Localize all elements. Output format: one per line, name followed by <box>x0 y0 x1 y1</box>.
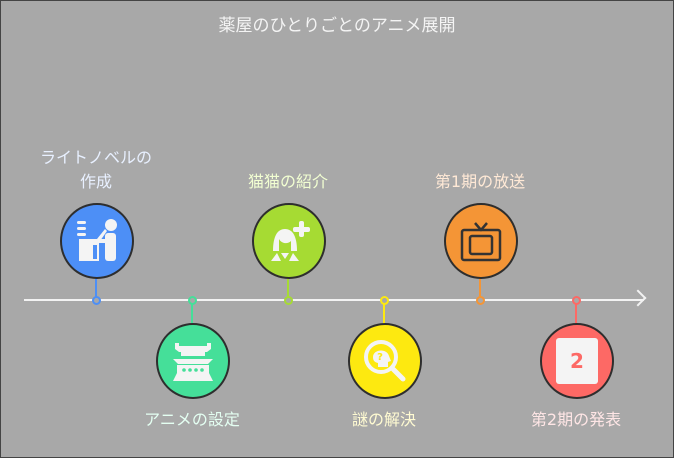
label-line: 作成 <box>79 172 112 191</box>
event-circle-season1 <box>444 203 518 279</box>
calendar-2-icon: 2 <box>556 338 598 384</box>
diagram-title: 薬屋のひとりごとのアニメ展開 <box>218 16 456 36</box>
writer-icon <box>77 219 117 261</box>
connector-line <box>383 304 385 326</box>
calendar-number: 2 <box>570 349 584 373</box>
event-label-maomao: 猫猫の紹介 <box>247 172 328 191</box>
event-label-anime-setting: アニメの設定 <box>144 410 240 429</box>
connector-line <box>575 304 577 326</box>
event-circle-maomao <box>252 203 326 279</box>
event-label-season2: 第2期の発表 <box>530 410 622 429</box>
event-label-season1: 第1期の放送 <box>434 172 526 191</box>
event-circle-season2: 2 <box>540 323 614 399</box>
timeline-marker <box>284 296 293 305</box>
event-circle-mystery: ? <box>348 323 422 399</box>
event-circle-light-novel <box>60 203 134 279</box>
timeline-marker <box>476 296 485 305</box>
event-circle-anime-setting <box>156 323 230 399</box>
connector-line <box>191 304 193 326</box>
label-line: ライトノベルの <box>39 148 152 167</box>
tv-icon <box>460 222 502 262</box>
event-label-mystery: 謎の解決 <box>351 410 416 429</box>
mystery-search-icon: ? <box>364 340 406 382</box>
connector-line <box>479 274 481 297</box>
event-label-light-novel: ライトノベルの作成 <box>6 146 186 194</box>
timeline-marker <box>92 296 101 305</box>
svg-text:?: ? <box>377 352 383 363</box>
timeline-axis <box>24 299 644 301</box>
add-person-icon <box>271 221 310 261</box>
connector-line <box>95 274 97 297</box>
palace-icon <box>173 343 213 381</box>
connector-line <box>287 274 289 297</box>
